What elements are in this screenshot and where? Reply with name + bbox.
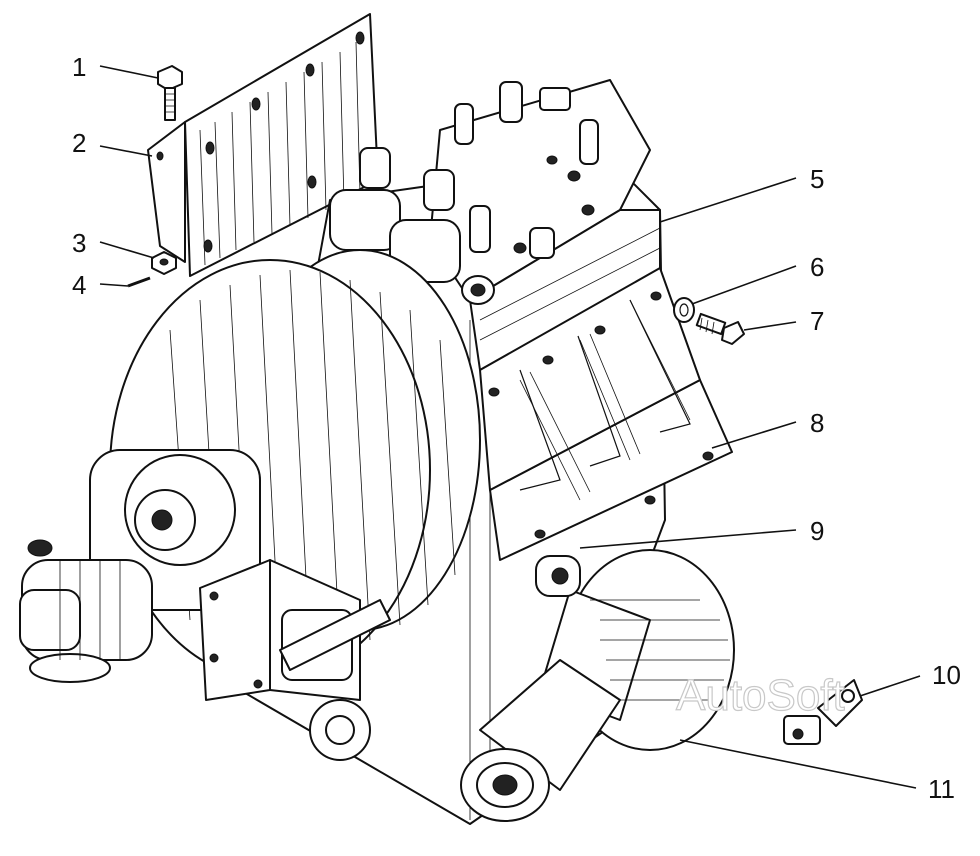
callout-7: 7 bbox=[810, 306, 824, 336]
leader-line-8 bbox=[711, 421, 797, 449]
leader-line-11 bbox=[679, 739, 917, 789]
leader-line-9 bbox=[579, 529, 797, 549]
bolt-part-1 bbox=[157, 65, 183, 121]
callout-9: 9 bbox=[810, 516, 824, 546]
leader-line-4 bbox=[99, 283, 129, 287]
callout-3: 3 bbox=[72, 228, 86, 258]
callout-11: 11 bbox=[928, 774, 955, 804]
callout-2: 2 bbox=[72, 128, 86, 158]
callout-1: 1 bbox=[72, 52, 86, 82]
mounting-bracket-part-2 bbox=[147, 13, 379, 277]
leader-line-7 bbox=[743, 321, 797, 331]
cotter-pin-part-4 bbox=[127, 276, 151, 288]
leader-line-10 bbox=[859, 675, 921, 697]
bolt-part-7 bbox=[695, 312, 745, 345]
castle-nut-part-3 bbox=[151, 251, 177, 275]
leader-line-5 bbox=[659, 177, 797, 223]
callout-5: 5 bbox=[810, 164, 824, 194]
starter-box bbox=[199, 559, 391, 761]
generator bbox=[19, 449, 261, 683]
callout-6: 6 bbox=[810, 252, 824, 282]
callout-10: 10 bbox=[932, 660, 961, 690]
exhaust-duct-part-11 bbox=[460, 549, 735, 822]
washer-part-6 bbox=[673, 297, 695, 323]
leader-lines bbox=[99, 65, 921, 789]
leader-line-1 bbox=[99, 65, 159, 79]
leader-line-3 bbox=[99, 241, 155, 259]
callouts: 1 2 3 4 5 6 7 8 9 10 11 bbox=[72, 52, 961, 804]
leader-line-2 bbox=[99, 145, 153, 157]
callout-4: 4 bbox=[72, 270, 86, 300]
callout-8: 8 bbox=[810, 408, 824, 438]
leader-line-6 bbox=[691, 265, 797, 305]
clamp-part-10 bbox=[783, 679, 863, 745]
watermark: AutoSoft bbox=[676, 671, 845, 720]
